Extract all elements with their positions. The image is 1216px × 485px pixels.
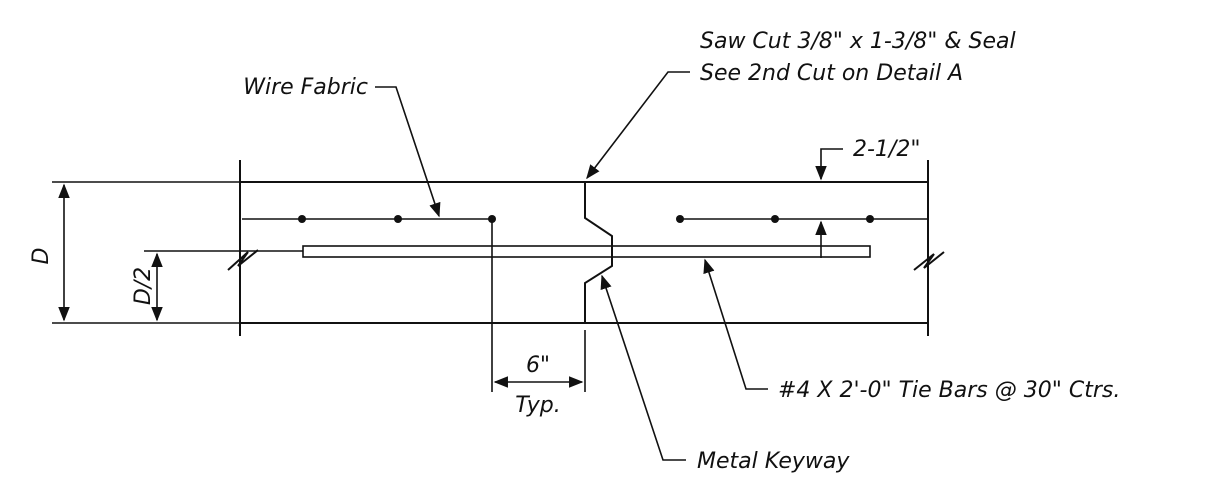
keyway-joint-profile [584,182,613,323]
wire-dot [676,215,684,223]
dimension-depth: D [29,181,240,324]
spacing-label: 6" [526,353,550,378]
typical-label: Typ. [515,393,561,418]
dimension-half-depth: D/2 [131,250,303,322]
saw-cut-label-line2: See 2nd Cut on Detail A [700,61,963,86]
wire-dot [298,215,306,223]
saw-cut-label-line1: Saw Cut 3/8" x 1-3/8" & Seal [700,29,1016,54]
dimension-cover: 2-1/2" [815,137,920,258]
saw-cut-callout: Saw Cut 3/8" x 1-3/8" & Seal See 2nd Cut… [586,29,1016,180]
tie-bars-callout: #4 X 2'-0" Tie Bars @ 30" Ctrs. [703,258,1120,403]
dimension-spacing: 6" Typ. [491,222,586,418]
keyway-callout: Metal Keyway [600,274,850,474]
wire-dot [866,215,874,223]
wire-fabric-callout: Wire Fabric [243,75,441,218]
wire-dot [771,215,779,223]
wire-fabric-label: Wire Fabric [243,75,368,100]
depth-label: D [29,248,54,265]
tie-bars-label: #4 X 2'-0" Tie Bars @ 30" Ctrs. [778,378,1120,403]
right-break-symbol [913,251,945,271]
half-depth-label: D/2 [131,267,156,305]
wire-dot [488,215,496,223]
tie-bar [302,245,871,258]
keyway-label: Metal Keyway [697,449,850,474]
wire-dot [394,215,402,223]
left-break-symbol [227,249,259,271]
cover-label: 2-1/2" [853,137,920,162]
wire-fabric [242,215,928,223]
